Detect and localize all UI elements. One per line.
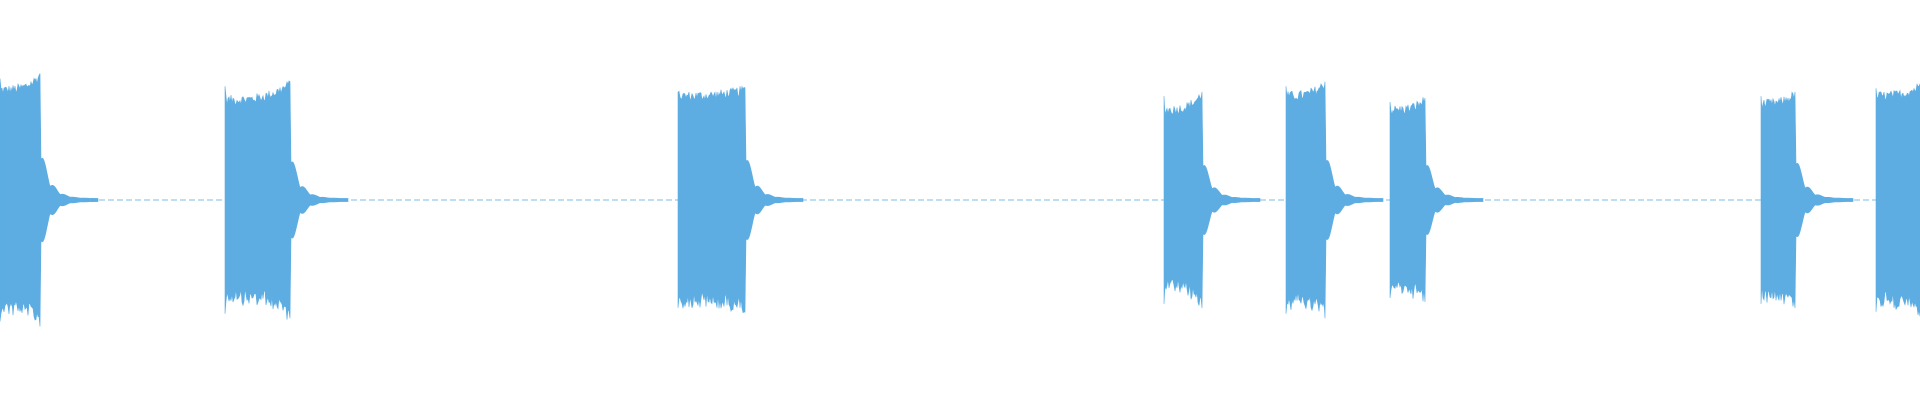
waveform-burst	[1163, 91, 1261, 309]
waveform-burst-shape	[1389, 97, 1484, 303]
waveform-burst	[1285, 81, 1384, 319]
waveform-burst-shape	[677, 85, 804, 314]
waveform-burst-shape	[1875, 83, 1920, 317]
waveform-burst-shape	[1760, 91, 1854, 309]
waveform-burst-shape	[1285, 81, 1384, 319]
waveform-burst-shape	[1163, 91, 1261, 309]
waveform-burst	[1760, 91, 1854, 309]
waveform-burst-shape	[224, 80, 349, 320]
waveform-burst	[677, 85, 804, 314]
waveform-burst	[224, 80, 349, 320]
waveform-burst	[1875, 83, 1920, 317]
waveform-burst-shape	[0, 73, 99, 327]
waveform-burst	[0, 73, 99, 327]
waveform-burst	[1389, 97, 1484, 303]
